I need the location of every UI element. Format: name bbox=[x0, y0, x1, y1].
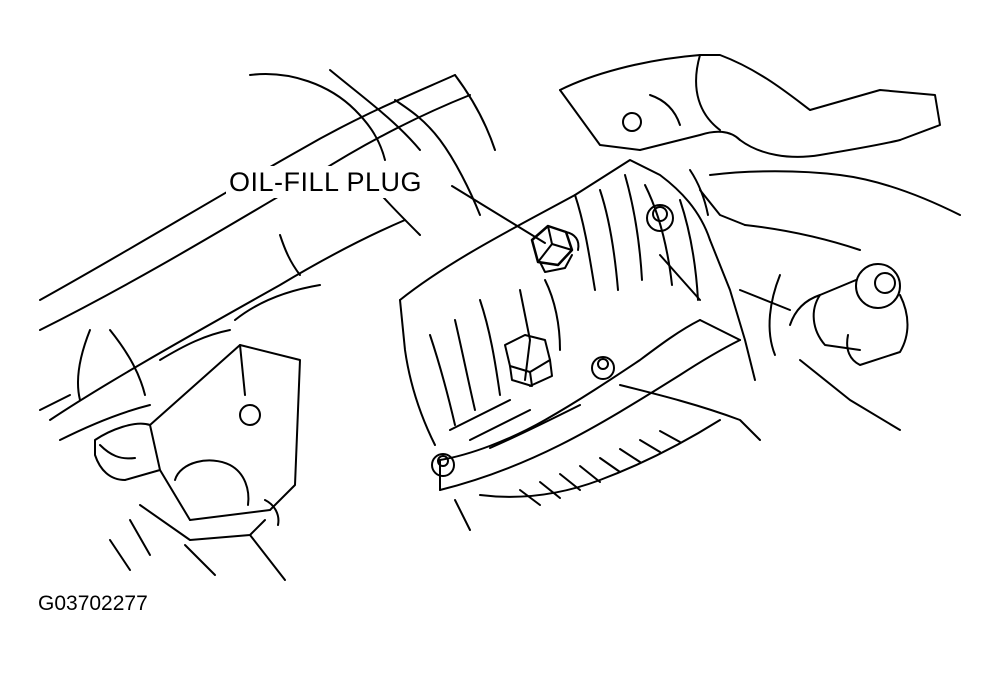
engine-block bbox=[560, 55, 960, 250]
hex-bolt bbox=[505, 335, 552, 386]
mount-bushing bbox=[740, 264, 908, 430]
oil-fill-plug-label: OIL-FILL PLUG bbox=[226, 166, 426, 198]
figure-code: G03702277 bbox=[38, 592, 148, 615]
transmission-case bbox=[400, 160, 755, 445]
mount-bracket bbox=[95, 345, 300, 580]
body-frame-lines bbox=[40, 70, 495, 440]
hex-plug-icon bbox=[532, 226, 578, 272]
transmission-pan bbox=[432, 320, 760, 530]
callout-leader-line bbox=[452, 186, 545, 243]
